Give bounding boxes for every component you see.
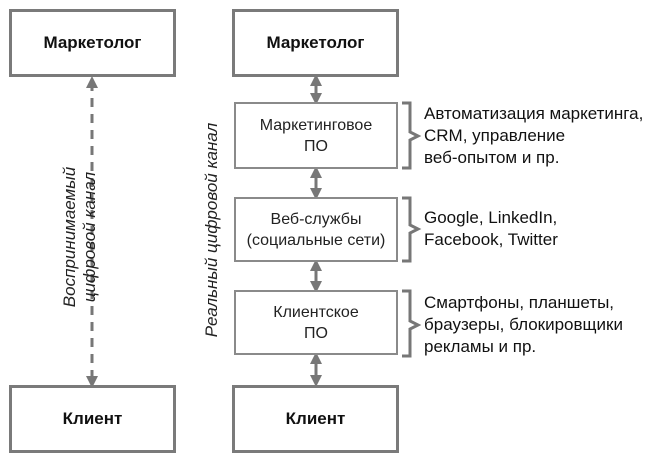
right-marketer-box: Маркетолог: [232, 9, 399, 77]
client-software-box: Клиентское ПО: [234, 290, 398, 355]
marketing-software-description: Автоматизация маркетинга, CRM, управлени…: [424, 104, 644, 167]
marketing-software-box: Маркетинговое ПО: [234, 102, 398, 169]
left-client-box: Клиент: [9, 385, 176, 453]
brace-client-software: [402, 289, 422, 358]
web-services-box: Веб-службы (социальные сети): [234, 197, 398, 262]
web-services-description: Google, LinkedIn, Facebook, Twitter: [424, 208, 558, 249]
client-software-description: Смартфоны, планшеты, браузеры, блокировщ…: [424, 293, 623, 356]
left-marketer-label: Маркетолог: [43, 33, 142, 52]
brace-marketing-software: [402, 101, 422, 170]
left-marketer-box: Маркетолог: [9, 9, 176, 77]
right-client-box: Клиент: [232, 385, 399, 453]
client-software-line1: Клиентское: [273, 303, 359, 321]
marketing-software-line1: Маркетинговое: [259, 116, 373, 134]
real-channel-label: Реальный цифровой канал: [202, 122, 221, 338]
perceived-channel-label: Воспринимаемый цифровой канал: [60, 166, 99, 308]
marketing-software-line2: ПО: [304, 137, 328, 155]
right-client-label: Клиент: [285, 409, 346, 428]
web-services-line2: (социальные сети): [246, 231, 386, 249]
client-software-line2: ПО: [304, 324, 328, 342]
web-services-line1: Веб-службы: [270, 210, 362, 228]
right-marketer-label: Маркетолог: [266, 33, 365, 52]
brace-web-services: [402, 196, 422, 263]
left-client-label: Клиент: [62, 409, 123, 428]
